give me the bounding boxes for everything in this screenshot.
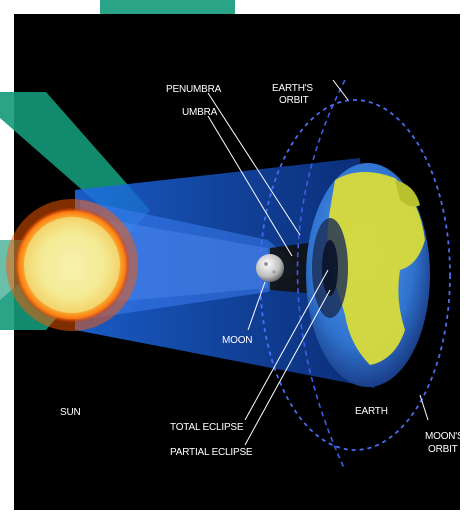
total-eclipse-label: TOTAL ECLIPSE — [170, 422, 244, 433]
partial-eclipse-label: PARTIAL ECLIPSE — [170, 447, 253, 458]
earths-orbit-label-line1: EARTH'S — [272, 83, 313, 94]
sun-icon — [6, 199, 138, 331]
earths-orbit-label-line2: ORBIT — [279, 95, 309, 106]
moons-orbit-label-line2: ORBIT — [428, 444, 458, 455]
penumbra-label: PENUMBRA — [166, 84, 222, 95]
leader-lines — [207, 79, 429, 446]
penumbra-cone — [80, 200, 300, 320]
moon-icon — [256, 254, 284, 282]
moon-label: MOON — [222, 335, 252, 346]
earth-label: EARTH — [355, 406, 388, 417]
earths-orbit-path — [296, 79, 346, 471]
earth-icon — [306, 163, 430, 387]
sun-label: SUN — [60, 407, 81, 418]
umbra-label: UMBRA — [182, 107, 218, 118]
moons-orbit-label-line1: MOON'S — [425, 431, 464, 442]
